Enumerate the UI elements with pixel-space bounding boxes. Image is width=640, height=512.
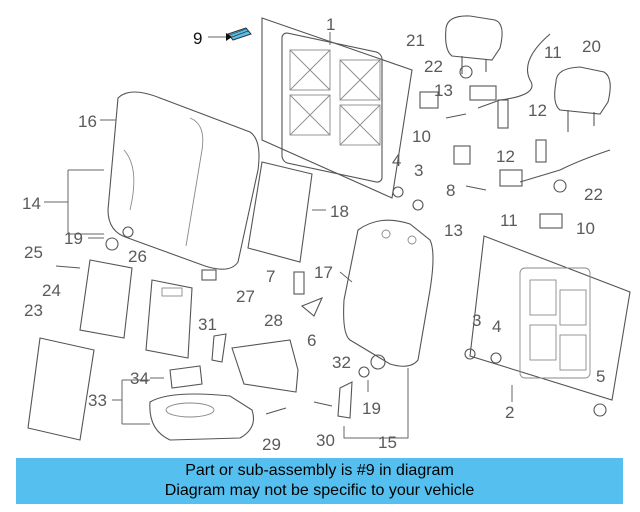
part-7-bolt (293, 271, 305, 295)
part-9-clip (227, 27, 252, 41)
callout-24: 24 (42, 281, 61, 300)
callout-33: 33 (88, 391, 107, 410)
callout-14: 14 (22, 194, 41, 213)
part-4-washer (392, 186, 404, 198)
callout-28: 28 (264, 311, 283, 330)
part-22-knob-upper (459, 65, 473, 79)
callout-9: 9 (193, 29, 202, 48)
callout-19b: 19 (362, 399, 381, 418)
parts-diagram: 9 1 2 3 3 4 4 5 6 7 8 10 10 11 11 12 12 … (22, 15, 631, 454)
callout-17: 17 (314, 263, 333, 282)
part-17-seatback-cover (343, 219, 434, 367)
part-11-cable-upper (477, 33, 551, 109)
part-26-slot (161, 287, 183, 297)
callout-13b: 13 (444, 221, 463, 240)
callout-10b: 10 (576, 219, 595, 238)
part-33-cupholder-recess (165, 402, 215, 418)
callout-10a: 10 (412, 127, 431, 146)
part-1-seatback-frame (261, 17, 413, 199)
arrow-9 (226, 33, 232, 41)
part-33-armrest (149, 393, 255, 441)
part-19-grommet-right (370, 354, 386, 370)
part-11-cable-lower (519, 149, 611, 183)
callout-22a: 22 (424, 57, 443, 76)
callout-1: 1 (326, 15, 335, 34)
part-8-latch (453, 145, 471, 165)
part-23-panel (27, 337, 95, 441)
part-13-bolt-upper (445, 113, 467, 119)
callout-32: 32 (332, 353, 351, 372)
part-16-seatback-cover (107, 91, 260, 270)
part-6-clip (300, 296, 324, 317)
callout-21: 21 (406, 31, 425, 50)
part-3-bolt (412, 199, 424, 211)
part-12-bracket-mid (469, 85, 497, 101)
banner-line-disclaimer: Diagram may not be specific to your vehi… (164, 482, 475, 499)
callout-3a: 3 (414, 161, 423, 180)
callout-20: 20 (582, 37, 601, 56)
callout-2: 2 (505, 403, 514, 422)
callout-30: 30 (316, 431, 335, 450)
part-2-seatback-frame (469, 235, 631, 401)
part-12-bracket-right (535, 139, 547, 163)
bracket-14 (44, 169, 104, 235)
part-4-washer-lower (490, 352, 502, 364)
callout-15: 15 (378, 433, 397, 452)
part-32-bracket (337, 381, 353, 419)
callout-34: 34 (130, 369, 149, 388)
callout-12a: 12 (528, 101, 547, 120)
part-12-bracket-upper (497, 99, 509, 129)
part-22-knob-lower (553, 179, 567, 193)
part-19-grommet-left (105, 237, 119, 251)
banner-line-part-number: Part or sub-assembly is #9 in diagram (185, 462, 454, 479)
callout-27: 27 (236, 287, 255, 306)
part-30-screw (313, 401, 333, 407)
part-18-pad (247, 161, 313, 263)
callout-5: 5 (596, 367, 605, 386)
part-28-hinge (231, 339, 299, 393)
callout-19a: 19 (64, 229, 83, 248)
part-21-headrest (445, 15, 503, 74)
callout-8: 8 (446, 181, 455, 200)
part-11-bracket-lower (499, 169, 523, 187)
part-20-headrest (554, 66, 611, 132)
callout-29: 29 (262, 435, 281, 454)
part-13-bolt-lower (465, 185, 487, 191)
callout-22b: 22 (584, 185, 603, 204)
info-banner: Part or sub-assembly is #9 in diagram Di… (16, 458, 623, 504)
callout-12b: 12 (496, 147, 515, 166)
callout-6: 6 (307, 331, 316, 350)
callout-11a: 11 (544, 43, 562, 62)
part-10-bezel-lower (539, 213, 563, 229)
part-25-screw (55, 265, 81, 269)
part-19-grommet-right-b (358, 366, 370, 378)
callout-13a: 13 (434, 81, 453, 100)
callout-31: 31 (198, 315, 217, 334)
callout-25: 25 (24, 243, 43, 262)
part-10-bezel-upper (419, 91, 439, 109)
part-27-cap (201, 269, 217, 281)
callout-4b: 4 (492, 317, 501, 336)
part-24-armrest-frame (79, 259, 133, 339)
callout-3b: 3 (472, 311, 481, 330)
bracket-15 (343, 368, 409, 439)
callout-4a: 4 (392, 151, 401, 170)
bracket-33 (112, 379, 150, 425)
part-19-grommet-left-b (122, 226, 134, 238)
callout-26: 26 (128, 247, 147, 266)
callout-16: 16 (78, 112, 97, 131)
callout-7: 7 (266, 267, 275, 286)
part-29-screw (265, 407, 287, 415)
callout-23: 23 (24, 301, 43, 320)
part-5-bolt (593, 403, 607, 417)
part-31-bracket (211, 333, 227, 363)
part-34-cupholder (169, 365, 203, 389)
part-3-bolt-lower (464, 348, 476, 360)
callout-18: 18 (330, 202, 349, 221)
part-26-bracket (145, 279, 193, 359)
callout-11b: 11 (500, 211, 518, 230)
